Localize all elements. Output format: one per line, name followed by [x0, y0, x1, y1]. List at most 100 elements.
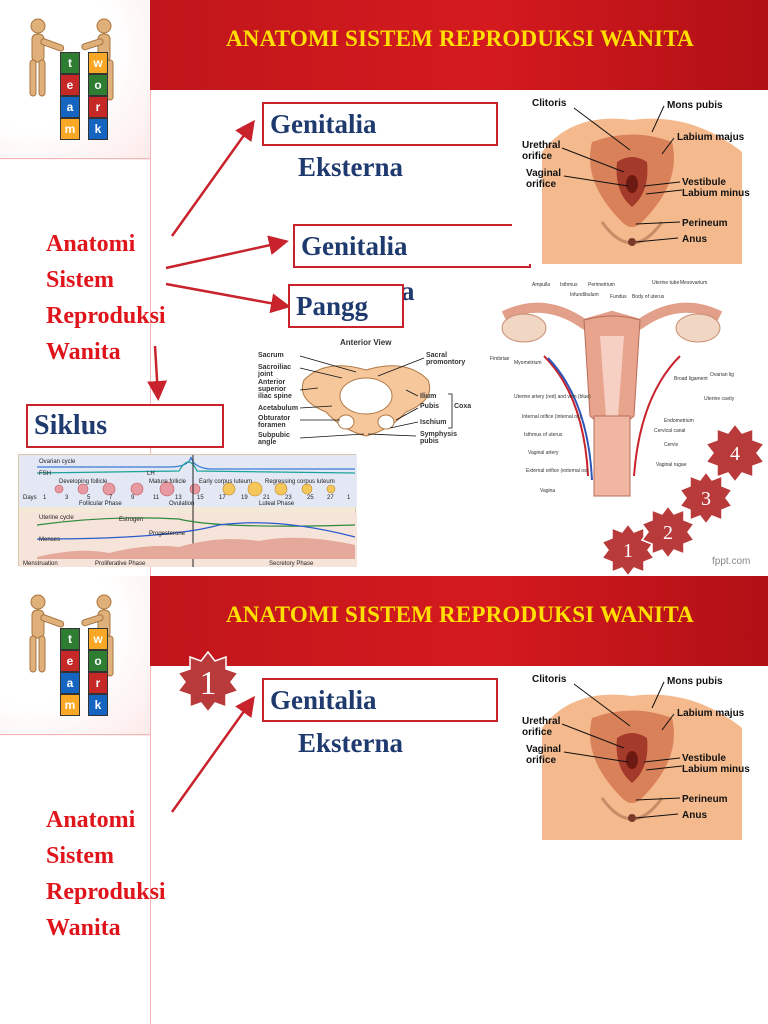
badge-star-shape: [640, 504, 696, 560]
label-orifice-2: orifice: [526, 179, 556, 190]
label-clitoris: Clitoris: [532, 674, 567, 685]
slide-1: ANATOMI SISTEM REPRODUKSI WANITA t e a m…: [0, 0, 768, 576]
main-label-line: Sistem: [46, 843, 114, 869]
badge-star-shape: [176, 650, 240, 714]
label-ampulla: Ampulla: [532, 282, 550, 288]
label-fundus: Fundus: [610, 294, 627, 300]
label-vaginal: Vaginal: [526, 168, 561, 179]
label-regressing-corpus-luteum: Regressing corpus luteum: [265, 479, 335, 485]
label-early-corpus-luteum: Early corpus luteum: [199, 479, 252, 485]
label-uterine-cavity: Uterine cavity: [704, 396, 735, 402]
internal-anatomy-illustration: Ampulla Isthmus Perimetrium Uterine tube…: [490, 280, 735, 497]
slide-2: ANATOMI SISTEM REPRODUKSI WANITA t e a m…: [0, 576, 768, 1024]
label-luteal-phase: Luteal Phase: [259, 501, 295, 507]
box-label-text: Genitalia: [270, 685, 377, 715]
label-anus: Anus: [682, 234, 707, 245]
eksterna-text: Eksterna: [298, 728, 404, 758]
external-anatomy-illustration: Clitoris Mons pubis Urethral orifice Lab…: [512, 92, 768, 265]
day-tick: 9: [131, 495, 135, 501]
day-tick: 11: [153, 495, 160, 501]
badge-4[interactable]: 4: [704, 422, 766, 484]
header-band: [150, 576, 768, 666]
block-k: k: [88, 118, 108, 140]
label-promontory: promontory: [426, 359, 465, 366]
label-endometrium: Endometrium: [664, 418, 694, 424]
day-tick: 1: [347, 495, 351, 501]
label-mature-follicle: Mature follicle: [149, 479, 187, 485]
internal-genitalia-figure: Ampulla Isthmus Perimetrium Uterine tube…: [484, 276, 740, 500]
main-label-line: Sistem: [46, 267, 114, 293]
label-ovarian-cycle: Ovarian cycle: [39, 459, 76, 465]
label-follicular-phase: Follicular Phase: [79, 501, 122, 507]
arrow-to-external: [170, 695, 255, 813]
day-tick: 21: [263, 495, 270, 501]
day-tick: 15: [197, 495, 204, 501]
label-coxa: Coxa: [454, 403, 471, 410]
teamwork-logo: t e a m w o r k: [8, 8, 138, 140]
badge-number: 4: [730, 443, 740, 465]
block-e: e: [60, 74, 80, 96]
day-tick: 3: [65, 495, 69, 501]
label-angle: angle: [258, 439, 276, 446]
day-tick: 1: [43, 495, 47, 501]
label-sacral: Sacral: [426, 352, 447, 359]
connector-arrows: [147, 119, 291, 401]
day-tick: 19: [241, 495, 248, 501]
label-labium-majus: Labium majus: [677, 708, 745, 719]
divider-vertical: [150, 666, 151, 1024]
label-uterine-tube: Uterine tube: [652, 280, 679, 286]
external-genitalia-figure: Clitoris Mons pubis Urethral orifice Lab…: [512, 92, 768, 265]
watermark-text: fppt.com: [712, 556, 751, 567]
block-w: w: [88, 628, 108, 650]
day-tick: 25: [307, 495, 314, 501]
panggul-box: Pangg: [288, 284, 404, 328]
label-body-of-uterus: Body of uterus: [632, 294, 665, 300]
label-vaginal: Vaginal: [526, 744, 561, 755]
arrow-to-internal: [165, 235, 289, 270]
divider-horizontal: [0, 734, 150, 735]
main-label-line: Anatomi: [46, 231, 136, 257]
label-clitoris: Clitoris: [532, 98, 567, 109]
label-myometrium: Myometrium: [514, 360, 542, 366]
badge-1[interactable]: 1: [176, 650, 240, 714]
label-foramen: foramen: [258, 422, 286, 429]
label-anterior: Anterior: [258, 379, 286, 386]
menstrual-cycle-figure: Ovarian cycle FSH LH Developing follicle…: [18, 454, 357, 567]
label-proliferative-phase: Proliferative Phase: [95, 561, 146, 567]
block-o: o: [88, 650, 108, 672]
block-e: e: [60, 650, 80, 672]
label-uterine-cycle: Uterine cycle: [39, 515, 74, 521]
label-isthmus: Isthmus: [560, 282, 578, 288]
badge-3[interactable]: 3: [678, 470, 734, 526]
label-acetabulum: Acetabulum: [258, 405, 298, 412]
label-mons-pubis: Mons pubis: [667, 676, 723, 687]
badge-star-shape: [678, 470, 734, 526]
block-a: a: [60, 672, 80, 694]
day-tick: 7: [109, 495, 113, 501]
header-band: [150, 0, 768, 90]
label-anus: Anus: [682, 810, 707, 821]
siklus-box: Siklus: [26, 404, 224, 448]
label-labium-minus: Labium minus: [682, 188, 750, 199]
pelvis-illustration: Anterior View Sacrum Sacroiliac joint An…: [257, 338, 471, 446]
badge-number: 1: [200, 665, 217, 702]
menstrual-cycle-illustration: Ovarian cycle FSH LH Developing follicle…: [19, 455, 357, 567]
day-tick: 17: [219, 495, 226, 501]
label-fimbriae: Fimbriae: [490, 356, 510, 362]
label-perineum: Perineum: [682, 218, 728, 229]
label-vaginal-artery: Vaginal artery: [528, 450, 559, 456]
label-cervix: Cervix: [664, 442, 679, 448]
label-mesovarium: Mesovarium: [680, 280, 707, 286]
label-labium-majus: Labium majus: [677, 132, 745, 143]
box-label-text: Siklus: [34, 410, 108, 441]
block-t: t: [60, 628, 80, 650]
block-k: k: [88, 694, 108, 716]
label-obturator: Obturator: [258, 415, 291, 422]
label-vestibule: Vestibule: [682, 753, 726, 764]
external-genitalia-figure: Clitoris Mons pubis Urethral orifice Lab…: [512, 668, 768, 840]
block-a: a: [60, 96, 80, 118]
block-o: o: [88, 74, 108, 96]
badge-2[interactable]: 2: [640, 504, 696, 560]
label-developing-follicle: Developing follicle: [59, 479, 108, 485]
slide-title: ANATOMI SISTEM REPRODUKSI WANITA: [226, 26, 694, 51]
